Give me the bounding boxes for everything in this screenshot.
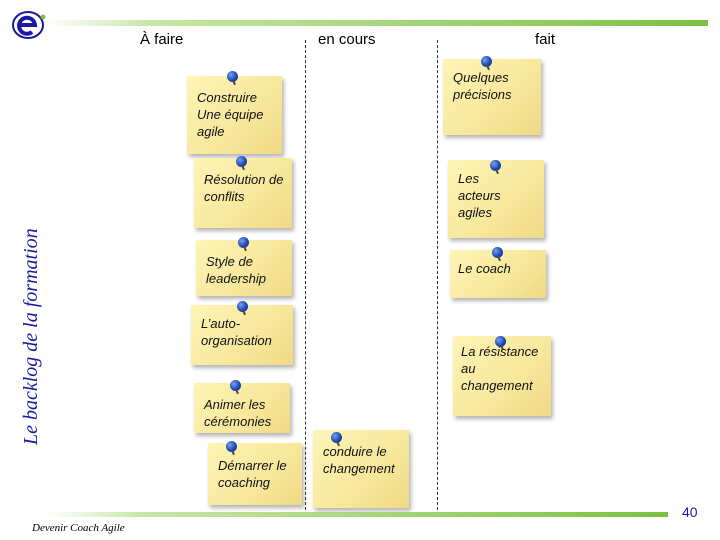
note-conduire-changement[interactable]: conduire le changement	[313, 430, 409, 508]
push-pin-icon	[238, 237, 249, 248]
note-resolution-conflits[interactable]: Résolution de conflits	[194, 156, 292, 228]
note-resistance-changement[interactable]: La résistance au changement	[453, 336, 551, 416]
push-pin-icon	[495, 336, 506, 347]
note-label: Animer les cérémonies	[204, 397, 272, 429]
note-label: Les acteurs agiles	[458, 171, 501, 220]
column-divider-left	[305, 40, 306, 510]
note-quelques-precisions[interactable]: Quelques précisions	[443, 56, 541, 135]
column-header-todo: À faire	[140, 31, 184, 48]
push-pin-icon	[236, 156, 247, 167]
push-pin-icon	[492, 247, 503, 258]
note-construire-equipe[interactable]: Construire Une équipe agile	[187, 71, 282, 154]
note-label: Quelques précisions	[453, 70, 512, 102]
note-label: Construire Une équipe agile	[197, 90, 264, 139]
note-animer-ceremonies[interactable]: Animer les cérémonies	[194, 380, 290, 433]
footer-text: Devenir Coach Agile	[32, 522, 125, 534]
note-label: Résolution de conflits	[204, 172, 284, 204]
push-pin-icon	[226, 441, 237, 452]
push-pin-icon	[490, 160, 501, 171]
note-label: conduire le changement	[323, 444, 395, 476]
note-label: Le coach	[458, 261, 511, 276]
footer-bar	[48, 512, 668, 517]
note-le-coach[interactable]: Le coach	[450, 247, 546, 298]
push-pin-icon	[481, 56, 492, 67]
push-pin-icon	[331, 432, 342, 443]
column-header-doing: en cours	[318, 31, 376, 48]
column-divider-right	[437, 40, 438, 510]
note-auto-organisation[interactable]: L’auto-organisation	[191, 301, 293, 365]
note-label: L’auto-organisation	[201, 316, 272, 348]
push-pin-icon	[227, 71, 238, 82]
column-header-done: fait	[535, 31, 556, 48]
note-demarrer-coaching[interactable]: Démarrer le coaching	[208, 441, 302, 505]
header-bar	[48, 20, 708, 26]
note-label: Démarrer le coaching	[218, 458, 287, 490]
push-pin-icon	[237, 301, 248, 312]
note-acteurs-agiles[interactable]: Les acteurs agiles	[448, 160, 544, 238]
push-pin-icon	[230, 380, 241, 391]
note-style-leadership[interactable]: Style de leadership	[196, 237, 292, 296]
side-title: Le backlog de la formation	[20, 228, 42, 445]
note-label: Style de leadership	[206, 254, 266, 286]
page-number: 40	[682, 504, 698, 520]
note-label: La résistance au changement	[461, 344, 539, 393]
e-logo-icon	[12, 11, 46, 39]
